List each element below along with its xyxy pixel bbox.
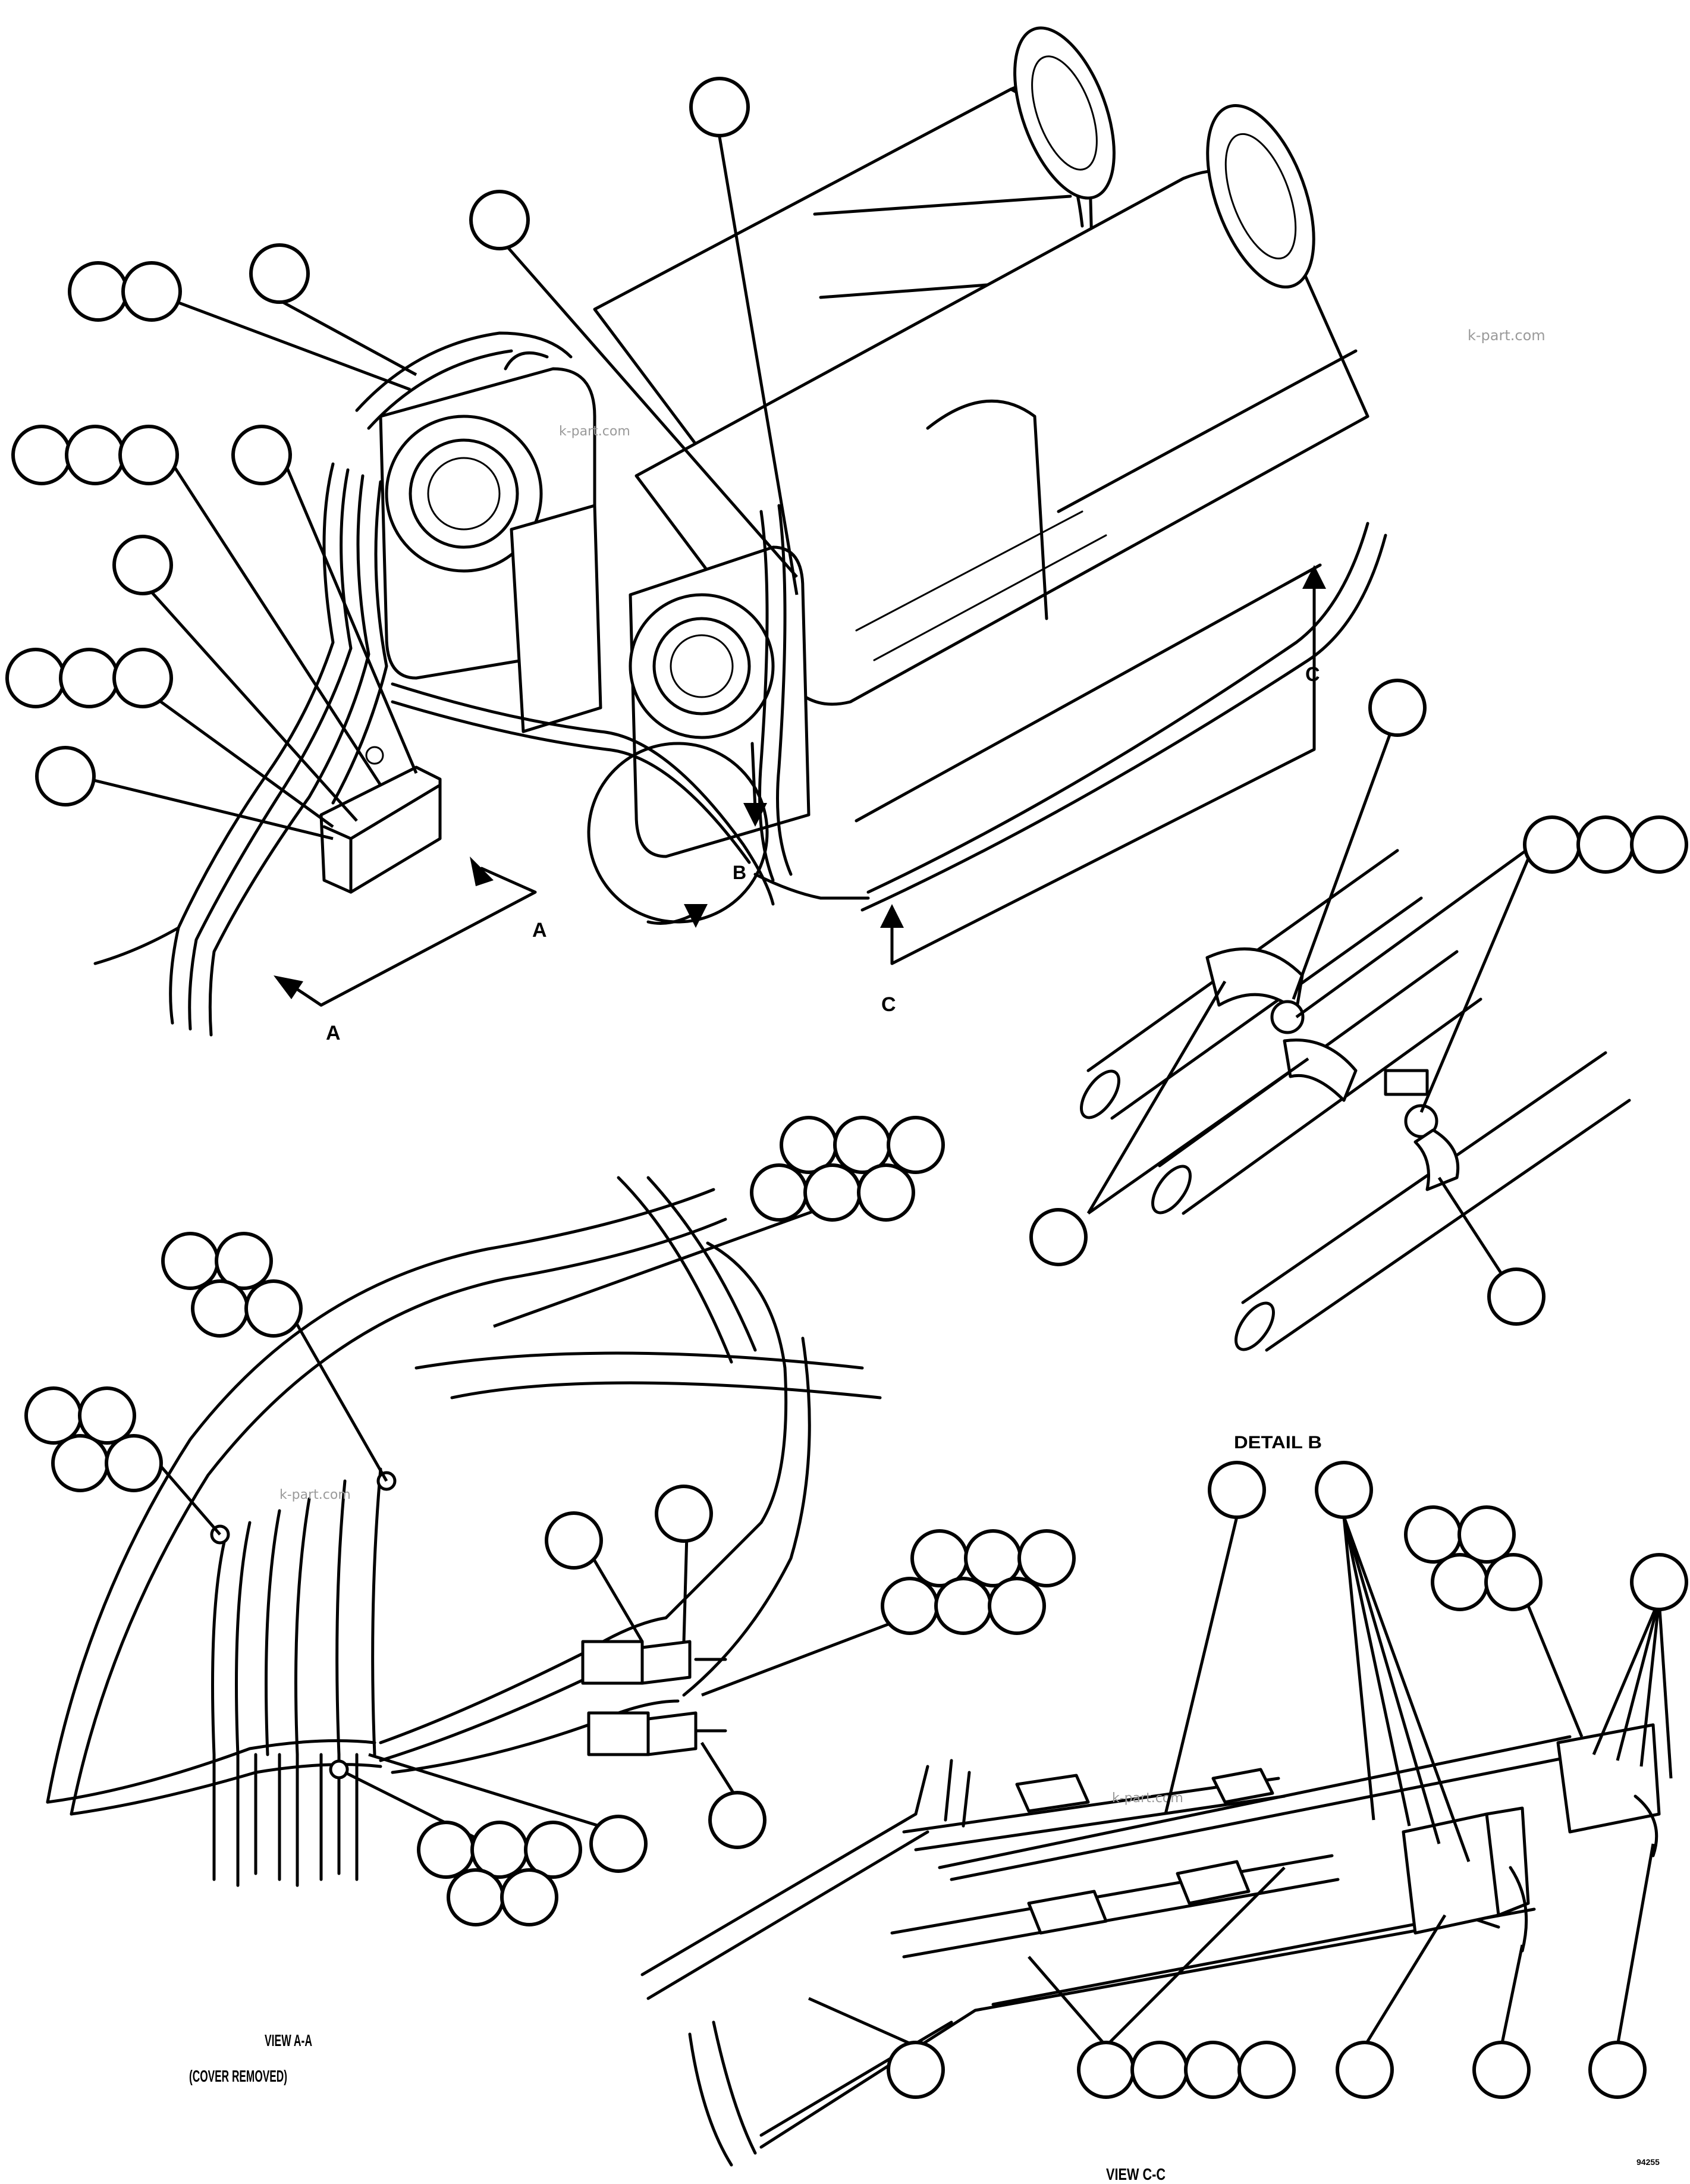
callout-balloon [1457, 1505, 1516, 1564]
cover-removed-label: (COVER REMOVED) [189, 2067, 287, 2085]
callout-balloon [500, 1868, 558, 1926]
detail-b-view: DETAIL B [1080, 849, 1631, 1452]
callout-balloon [803, 1163, 862, 1222]
callout-balloon [469, 190, 530, 250]
callout-balloon [1077, 2041, 1135, 2099]
main-harness [93, 331, 1387, 1037]
callout-balloon [1431, 1553, 1489, 1611]
reference-balloons [5, 77, 1688, 2099]
callout-balloon [59, 648, 120, 708]
callout-balloon [988, 1577, 1046, 1635]
callout-balloon [689, 77, 750, 137]
callout-balloon [1017, 1529, 1076, 1587]
callout-balloon [1130, 2041, 1189, 2099]
callout-balloon [78, 1386, 136, 1445]
view-cc: k-part.com VIEW C-C 94255 [640, 1723, 1661, 2183]
watermark-3: k-part.com [279, 1488, 351, 1502]
callout-balloon [417, 1821, 475, 1879]
callout-balloon [1472, 2041, 1531, 2099]
callout-balloon [24, 1386, 83, 1445]
view-aa-label: VIEW A-A [265, 2031, 312, 2050]
watermark-1: k-part.com [559, 424, 630, 439]
callout-balloon [68, 261, 128, 322]
callout-balloon [11, 425, 72, 485]
view-cc-label: VIEW C-C [1106, 2165, 1166, 2183]
callout-balloon [1404, 1505, 1462, 1564]
callout-balloon [1315, 1461, 1373, 1519]
section-c-arrows: C C [880, 565, 1326, 1016]
junction-box [319, 746, 442, 894]
view-aa: k-part.com VIEW A-A (COVER REMOVED) [46, 1176, 882, 2085]
rear-inlet-housing [379, 351, 602, 733]
callout-balloon [161, 1232, 219, 1290]
callout-balloon [112, 648, 173, 708]
callout-balloon [750, 1163, 808, 1222]
callout-balloon [1029, 1208, 1088, 1266]
callout-balloon [118, 425, 179, 485]
callout-balloon [244, 1279, 303, 1338]
callout-balloon [5, 648, 66, 708]
callout-balloon [545, 1511, 603, 1570]
section-marker-c-lower: C [881, 993, 896, 1016]
callout-balloon [1487, 1267, 1545, 1326]
callout-balloon [105, 1434, 163, 1492]
callout-balloon [1237, 2041, 1296, 2099]
leader-lines [89, 136, 1673, 2048]
callout-balloon [589, 1815, 648, 1873]
callout-balloon [1523, 815, 1581, 874]
callout-balloon [65, 425, 125, 485]
callout-balloon [1184, 2041, 1242, 2099]
section-marker-c-upper: C [1305, 663, 1320, 686]
callout-balloon [121, 261, 182, 322]
watermark-2: k-part.com [1468, 327, 1545, 344]
callout-balloon [447, 1868, 505, 1926]
callout-balloon [524, 1821, 582, 1879]
detail-b-label: DETAIL B [1234, 1433, 1322, 1452]
callout-balloon [35, 746, 96, 807]
callout-balloon [1630, 1553, 1688, 1611]
callout-balloon [1630, 815, 1688, 874]
section-marker-b: B [733, 862, 746, 883]
callout-balloon [708, 1791, 767, 1849]
callout-balloon [215, 1232, 273, 1290]
callout-balloon [231, 425, 292, 485]
main-assembly-view: B A A C C k-part.com k-part.com [93, 26, 1545, 1044]
callout-balloon [1484, 1553, 1543, 1611]
callout-balloon [887, 1116, 945, 1174]
view-aa-connectors [581, 1640, 727, 1756]
watermark-4: k-part.com [1112, 1791, 1183, 1806]
callout-balloon [655, 1485, 713, 1543]
callout-balloon [1336, 2041, 1394, 2099]
callout-balloon [249, 243, 310, 304]
drawing-number: 94255 [1636, 2157, 1660, 2167]
section-a-arrows: A A [274, 856, 547, 1044]
callout-balloon [1588, 2041, 1647, 2099]
callout-balloon [51, 1434, 109, 1492]
callout-balloon [857, 1163, 915, 1222]
section-marker-a-upper: A [532, 919, 547, 942]
section-marker-a-lower: A [326, 1022, 341, 1044]
callout-balloon [1576, 815, 1635, 874]
callout-balloon [881, 1577, 939, 1635]
callout-balloon [1208, 1461, 1266, 1519]
callout-balloon [1368, 679, 1427, 737]
detail-b-callout: B [587, 742, 769, 928]
callout-balloon [191, 1279, 249, 1338]
callout-balloon [112, 535, 173, 595]
callout-balloon [934, 1577, 992, 1635]
callout-balloon [887, 2041, 945, 2099]
